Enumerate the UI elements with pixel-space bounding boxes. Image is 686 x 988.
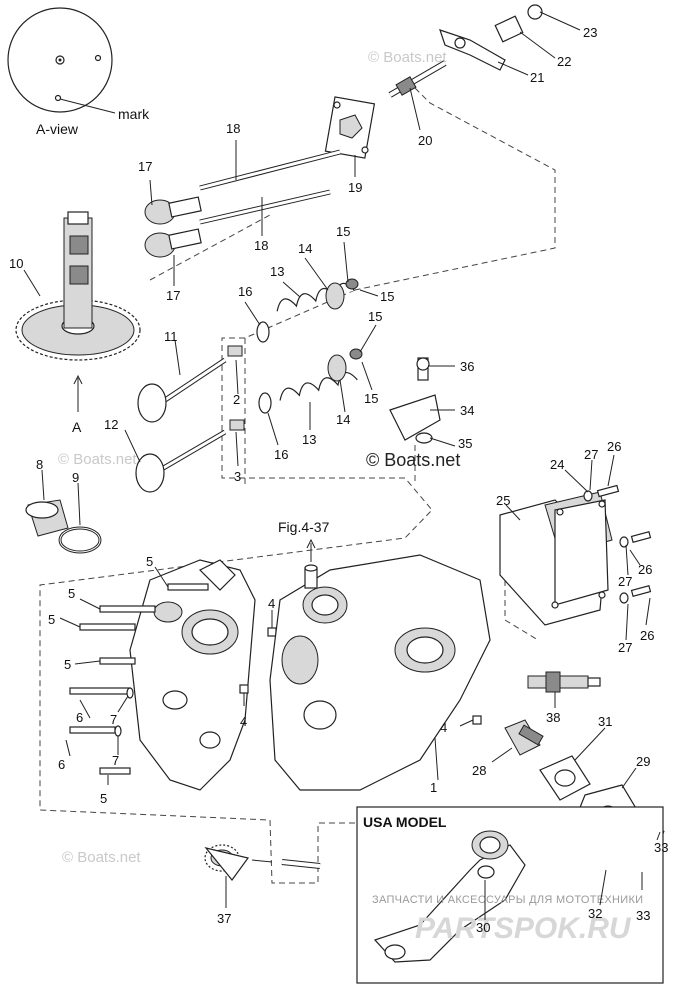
callout-15-d: 15 bbox=[364, 391, 378, 406]
usa-model-box bbox=[356, 806, 664, 984]
callout-14-bottom: 14 bbox=[336, 412, 350, 427]
callout-36: 36 bbox=[460, 359, 474, 374]
callout-25: 25 bbox=[496, 493, 510, 508]
callout-11: 11 bbox=[164, 329, 178, 344]
rocker-assembly bbox=[324, 4, 543, 159]
callout-35: 35 bbox=[458, 436, 472, 451]
cover-bolts bbox=[583, 484, 652, 604]
callout-13-bottom: 13 bbox=[302, 432, 316, 447]
cylinder-head-cover bbox=[499, 491, 613, 626]
callout-24: 24 bbox=[550, 457, 564, 472]
callout-27-mid: 27 bbox=[618, 574, 632, 589]
callout-6-b: 6 bbox=[58, 757, 65, 772]
callout-27-bottom: 27 bbox=[618, 640, 632, 655]
callout-18-bottom: 18 bbox=[254, 238, 268, 253]
callout-26-bottom: 26 bbox=[640, 628, 654, 643]
callout-19: 19 bbox=[348, 180, 362, 195]
callout-7-b: 7 bbox=[112, 753, 119, 768]
callout-3: 3 bbox=[234, 469, 241, 484]
callout-5-d: 5 bbox=[64, 657, 71, 672]
camshaft bbox=[15, 211, 141, 412]
oil-filler-cap bbox=[25, 499, 102, 554]
watermark-boats-top: © Boats.net bbox=[368, 49, 447, 66]
callout-17-top: 17 bbox=[138, 159, 152, 174]
callout-1: 1 bbox=[430, 780, 437, 795]
push-rods bbox=[199, 149, 341, 225]
callout-33-b: 33 bbox=[636, 908, 650, 923]
callout-30: 30 bbox=[476, 920, 490, 935]
a-view-disc bbox=[7, 7, 116, 114]
callout-4-a: 4 bbox=[268, 596, 275, 611]
callout-5-e: 5 bbox=[100, 791, 107, 806]
breather-cover bbox=[389, 357, 441, 444]
crankcase-left bbox=[129, 559, 256, 791]
store-watermark: ЗАПЧАСТИ И АКСЕССУАРЫ ДЛЯ МОТОТЕХНИКИ PA… bbox=[372, 894, 643, 945]
arrow-a-label: A bbox=[72, 419, 82, 435]
crankcase-bolts bbox=[69, 583, 209, 775]
callout-12: 12 bbox=[104, 417, 118, 432]
callout-20: 20 bbox=[418, 133, 432, 148]
usa-model-title: USA MODEL bbox=[363, 814, 447, 830]
tappets bbox=[144, 196, 202, 258]
callout-9: 9 bbox=[72, 470, 79, 485]
callout-5-c: 5 bbox=[48, 612, 55, 627]
callout-28: 28 bbox=[472, 763, 486, 778]
mark-label: mark bbox=[118, 106, 150, 122]
callout-4-c: 4 bbox=[440, 720, 447, 735]
callout-34: 34 bbox=[460, 403, 474, 418]
store-name: PARTSPOK.RU bbox=[415, 912, 632, 945]
callout-26-mid: 26 bbox=[638, 562, 652, 577]
callouts: 23 22 21 20 19 18 18 17 17 10 15 15 15 1… bbox=[9, 25, 668, 935]
callout-17-bottom: 17 bbox=[166, 288, 180, 303]
callout-38: 38 bbox=[546, 710, 560, 725]
callout-10: 10 bbox=[9, 256, 23, 271]
assembly-guides bbox=[39, 87, 556, 884]
callout-4-b: 4 bbox=[240, 714, 247, 729]
callout-15-c: 15 bbox=[368, 309, 382, 324]
callout-33-a: 33 bbox=[654, 840, 668, 855]
callout-16-top: 16 bbox=[238, 284, 252, 299]
callout-8: 8 bbox=[36, 457, 43, 472]
callout-15-b: 15 bbox=[380, 289, 394, 304]
leader-lines bbox=[23, 11, 661, 920]
spark-plug bbox=[527, 671, 601, 693]
a-view-label: A-view bbox=[36, 121, 79, 137]
callout-37: 37 bbox=[217, 911, 231, 926]
callout-22: 22 bbox=[557, 54, 571, 69]
callout-7-a: 7 bbox=[110, 712, 117, 727]
watermark-boats-bottom-left: © Boats.net bbox=[62, 849, 141, 866]
callout-14-top: 14 bbox=[298, 241, 312, 256]
callout-5-b: 5 bbox=[68, 586, 75, 601]
callout-23: 23 bbox=[583, 25, 597, 40]
callout-15-a: 15 bbox=[336, 224, 350, 239]
callout-13-top: 13 bbox=[270, 264, 284, 279]
callout-6-a: 6 bbox=[76, 710, 83, 725]
watermark-boats-center: © Boats.net bbox=[366, 450, 460, 470]
fig-ref-label: Fig.4-37 bbox=[278, 519, 330, 535]
callout-2: 2 bbox=[233, 392, 240, 407]
callout-18-top: 18 bbox=[226, 121, 240, 136]
watermark-boats-left: © Boats.net bbox=[58, 451, 137, 468]
callout-5-a: 5 bbox=[146, 554, 153, 569]
callout-31: 31 bbox=[598, 714, 612, 729]
valve-train bbox=[135, 278, 363, 493]
callout-21: 21 bbox=[530, 70, 544, 85]
callout-27-top: 27 bbox=[584, 447, 598, 462]
callout-26-top: 26 bbox=[607, 439, 621, 454]
store-tagline: ЗАПЧАСТИ И АКСЕССУАРЫ ДЛЯ МОТОТЕХНИКИ bbox=[372, 894, 643, 906]
callout-16-bottom: 16 bbox=[274, 447, 288, 462]
callout-29: 29 bbox=[636, 754, 650, 769]
crankcase-right bbox=[269, 538, 491, 791]
callout-32: 32 bbox=[588, 906, 602, 921]
governor-gear bbox=[204, 844, 321, 881]
